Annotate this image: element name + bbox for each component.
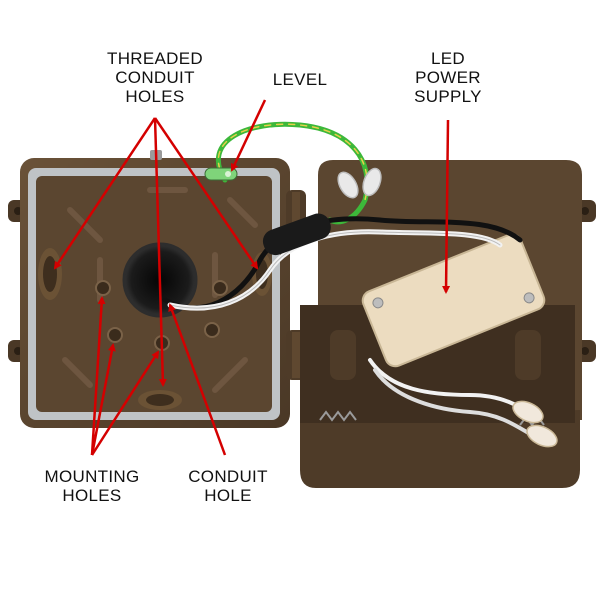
label-threaded-line-3: HOLES (125, 87, 185, 106)
arrow-level (230, 99, 267, 172)
mounting-hole-4 (204, 322, 220, 338)
arrow-mounting-1 (90, 296, 106, 456)
arrow-led-power-supply (442, 119, 451, 294)
arrow-threaded-right (153, 117, 259, 270)
label-led-line-1: LED (431, 49, 465, 68)
label-conduit-line-2: HOLE (204, 486, 252, 505)
label-led-line-3: SUPPLY (414, 87, 482, 106)
label-threaded-line-1: THREADED (107, 49, 203, 68)
label-mounting-holes: MOUNTING HOLES (22, 467, 162, 505)
arrow-threaded-bottom (153, 117, 167, 387)
arrow-mounting-2 (90, 343, 116, 456)
label-level-line-1: LEVEL (272, 70, 328, 89)
label-mounting-line-2: HOLES (62, 486, 122, 505)
label-led-line-2: POWER (415, 68, 481, 87)
arrow-threaded-left (53, 117, 157, 270)
arrow-mounting-3 (90, 350, 160, 456)
label-level: LEVEL (258, 70, 342, 89)
left-enclosure (8, 150, 290, 428)
threaded-conduit-hole-left (38, 248, 62, 300)
splice-connector (262, 213, 331, 256)
wire-connectors (337, 167, 558, 448)
label-led-power-supply: LED POWER SUPPLY (392, 49, 504, 106)
mounting-hole-5 (212, 280, 228, 296)
label-threaded-line-2: CONDUIT (115, 68, 195, 87)
arrow-conduit-hole (168, 303, 227, 456)
lid-lower-housing (300, 410, 580, 488)
threaded-conduit-hole-bottom (138, 390, 182, 410)
label-threaded-conduit-holes: THREADED CONDUIT HOLES (88, 49, 222, 106)
label-conduit-hole: CONDUIT HOLE (172, 467, 284, 505)
label-conduit-line-1: CONDUIT (188, 467, 268, 486)
callout-arrows (53, 99, 451, 456)
led-power-supply-unit (361, 233, 546, 368)
level-indicator (204, 167, 238, 181)
mounting-hole-1 (95, 280, 111, 296)
label-mounting-line-1: MOUNTING (44, 467, 140, 486)
mounting-hole-2 (107, 327, 123, 343)
